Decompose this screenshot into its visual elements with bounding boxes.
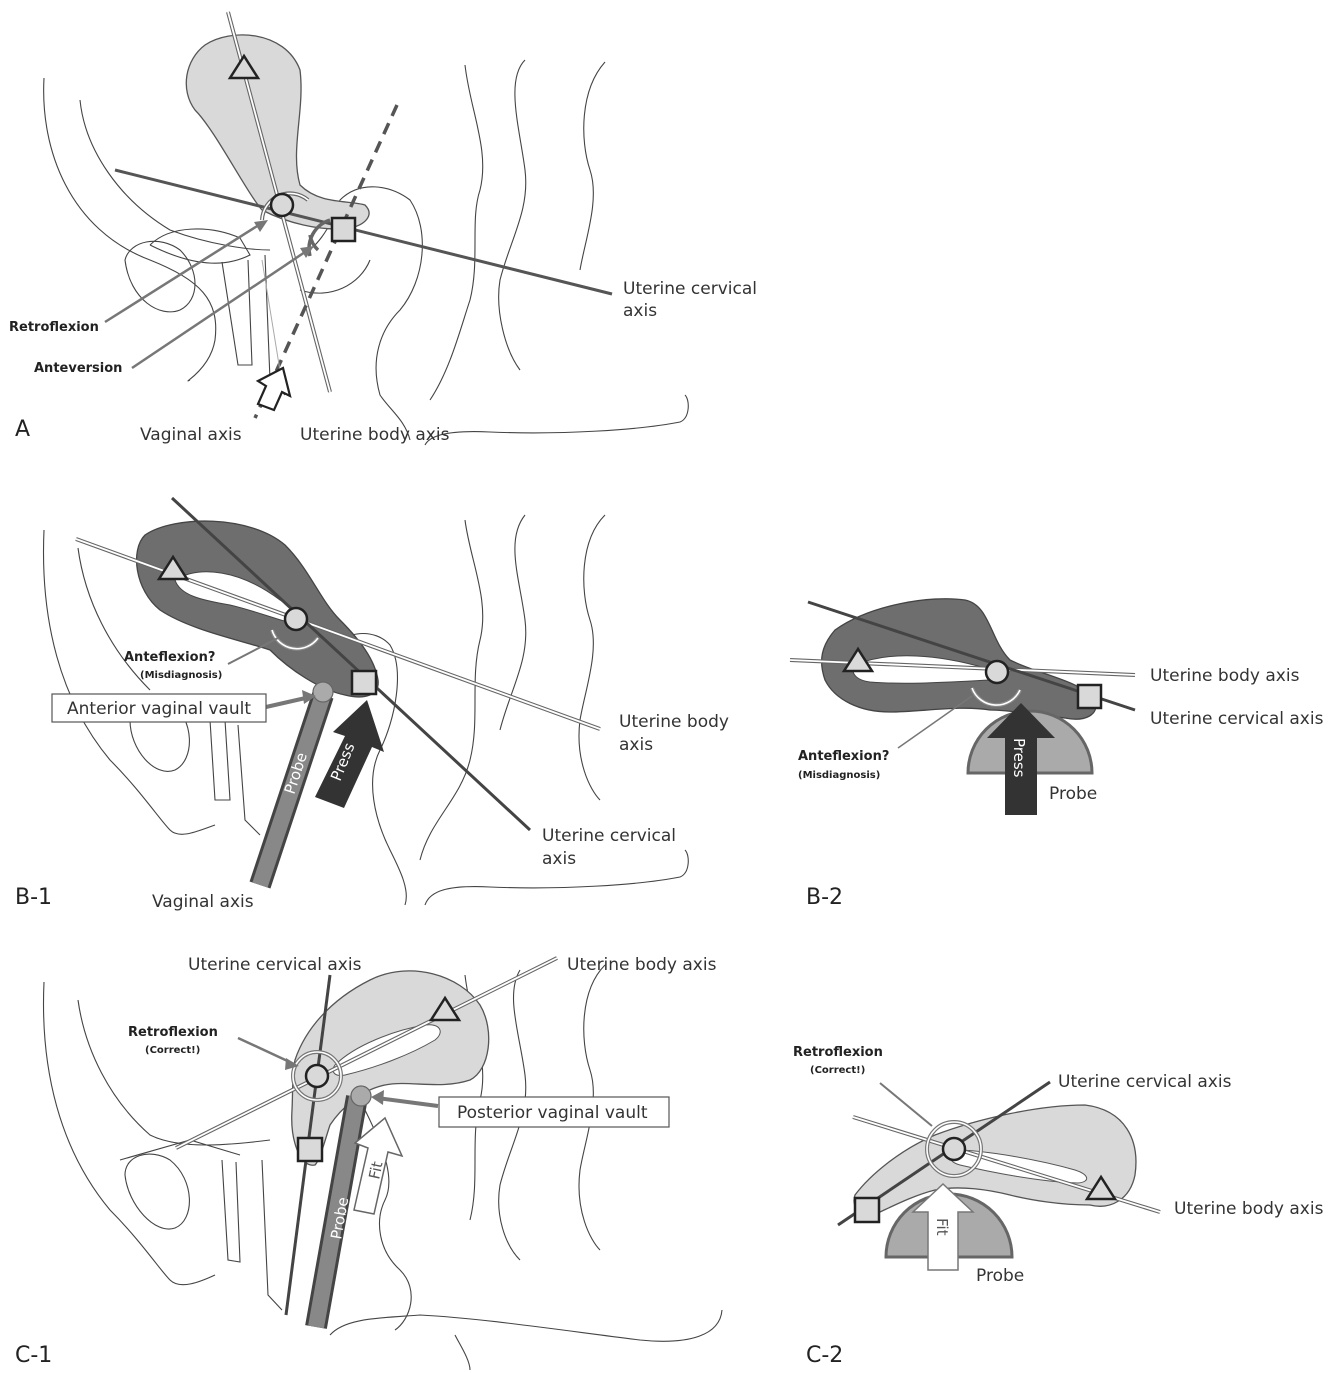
vaginal-axis-label: Vaginal axis	[140, 425, 242, 445]
square-marker	[298, 1138, 322, 1161]
retroflexion-pointer	[105, 223, 262, 322]
anatomy-contour	[120, 1140, 240, 1160]
uterine-cervical-axis-label: Uterine cervical axis	[1058, 1072, 1232, 1092]
retroflexion-pointer	[238, 1038, 294, 1064]
square-marker	[1078, 685, 1101, 708]
circle-marker	[271, 194, 293, 216]
anatomy-contour	[425, 395, 688, 445]
anteflexion-label: Anteflexion?	[798, 749, 889, 764]
correct-label: (Correct!)	[145, 1045, 200, 1056]
anterior-vaginal-vault-label: Anterior vaginal vault	[67, 699, 251, 719]
uterine-cervical-axis-label-2: axis	[623, 301, 657, 321]
vault-pointer	[377, 1098, 438, 1106]
arrow-icon	[258, 368, 290, 410]
anatomy-contour	[210, 720, 230, 800]
anteversion-pointer	[132, 250, 308, 368]
anatomy-contour	[430, 65, 483, 400]
anatomy-contour	[420, 520, 483, 860]
anatomy-contour	[238, 725, 260, 835]
anteversion-label: Anteversion	[34, 361, 122, 376]
anteflexion-label: Anteflexion?	[124, 650, 215, 665]
circle-marker	[285, 608, 307, 630]
probe-label: Probe	[1049, 784, 1097, 804]
fit-label: Fit	[933, 1218, 951, 1236]
uterine-body-axis-label-2: axis	[619, 735, 653, 755]
probe-tip	[351, 1086, 371, 1106]
uterine-cervical-axis-label-2: axis	[542, 849, 576, 869]
anatomy-contour	[580, 62, 605, 270]
anatomy-contour	[262, 1160, 282, 1310]
anatomy-contour	[330, 1310, 722, 1341]
probe-tip	[313, 682, 333, 702]
circle-marker	[986, 661, 1008, 683]
uterine-cervical-axis-label: Uterine cervical axis	[188, 955, 362, 975]
anatomy-contour	[125, 1154, 189, 1229]
uterine-body-axis-label: Uterine body axis	[300, 425, 450, 445]
panel-b2: Press Uterine body axis Uterine cervical…	[790, 599, 1324, 910]
uterine-cervical-axis-label: Uterine cervical axis	[1150, 709, 1324, 729]
panel-label-c1: C-1	[15, 1343, 52, 1368]
vaginal-axis-label: Vaginal axis	[152, 892, 254, 912]
anatomy-contour	[150, 229, 250, 263]
arrowhead	[371, 1090, 384, 1105]
uterine-body-axis-label: Uterine body axis	[1150, 666, 1300, 686]
retroflexion-label: Retroflexion	[128, 1025, 218, 1040]
square-marker	[352, 671, 376, 694]
retroflexion-label: Retroflexion	[9, 320, 99, 335]
retroflexion-label: Retroflexion	[793, 1045, 883, 1060]
uterine-cervical-axis-line	[115, 170, 612, 294]
circle-marker	[943, 1138, 965, 1160]
uterine-body-axis-label: Uterine body axis	[1174, 1199, 1324, 1219]
arrowhead	[300, 246, 314, 258]
uterine-body-axis-label: Uterine body	[619, 712, 729, 732]
panel-a: Uterine cervical axis Retroflexion Antev…	[9, 12, 757, 445]
uterine-cervical-axis-label: Uterine cervical	[623, 279, 757, 299]
panel-label-a: A	[15, 417, 30, 442]
uterine-body-axis-label: Uterine body axis	[567, 955, 717, 975]
panel-label-b2: B-2	[806, 885, 843, 910]
correct-label: (Correct!)	[810, 1065, 865, 1076]
square-marker	[855, 1198, 879, 1222]
panel-label-c2: C-2	[806, 1343, 843, 1368]
retroflexion-pointer	[880, 1083, 932, 1126]
misdiagnosis-label: (Misdiagnosis)	[140, 670, 222, 681]
anatomy-contour	[300, 260, 370, 293]
anatomy-contour	[222, 1160, 240, 1262]
anatomy-contour	[78, 1000, 270, 1145]
anatomy-contour	[222, 260, 252, 365]
misdiagnosis-label: (Misdiagnosis)	[798, 770, 880, 781]
panel-c1: Probe Fit Uterine cervical axis Uterine …	[15, 955, 722, 1370]
uterine-cervical-axis-label: Uterine cervical	[542, 826, 676, 846]
anatomy-contour	[499, 60, 526, 370]
anatomy-contour	[579, 515, 605, 800]
circle-marker	[306, 1065, 328, 1087]
press-label: Press	[1010, 738, 1028, 778]
square-marker	[332, 218, 355, 241]
panel-label-b1: B-1	[15, 885, 52, 910]
panel-b1: Probe Press Anteflexion? (Misdiagnosis) …	[15, 498, 729, 912]
posterior-vaginal-vault-label: Posterior vaginal vault	[457, 1103, 648, 1123]
probe-label: Probe	[976, 1266, 1024, 1286]
panel-c2: Fit Retroflexion (Correct!) Uterine cerv…	[793, 1045, 1324, 1368]
anatomy-contour	[455, 1335, 470, 1370]
